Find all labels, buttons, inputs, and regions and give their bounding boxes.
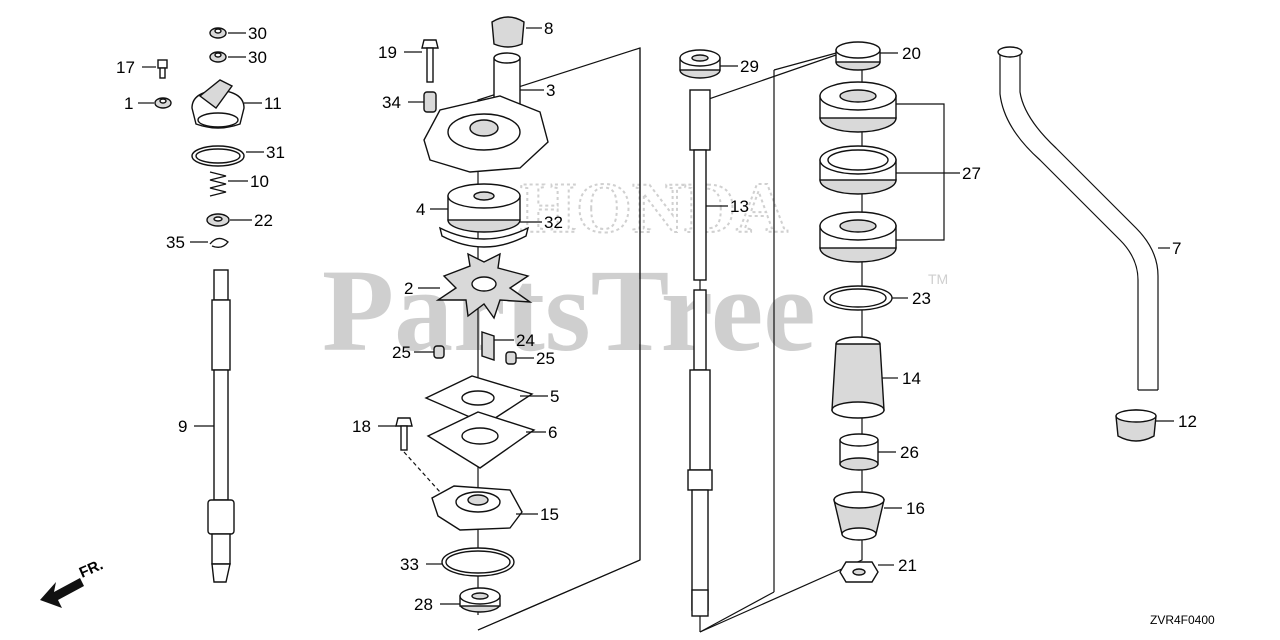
- part-31-o-ring[interactable]: [191, 145, 245, 167]
- callout-35[interactable]: 35: [166, 233, 185, 252]
- watermark-brand: PartsTree: [322, 245, 816, 376]
- callout-29[interactable]: 29: [740, 57, 759, 76]
- part-pump-housing[interactable]: [423, 95, 549, 173]
- part-4-impeller-housing-liner[interactable]: [447, 183, 521, 233]
- callout-18[interactable]: 18: [352, 417, 371, 436]
- callout-32[interactable]: 32: [544, 213, 563, 232]
- callout-22[interactable]: 22: [254, 211, 273, 230]
- part-20-nut[interactable]: [835, 41, 881, 71]
- callout-24[interactable]: 24: [516, 331, 535, 350]
- part-27-bearing-lower[interactable]: [819, 211, 897, 263]
- part-17-screw[interactable]: [157, 59, 168, 79]
- part-15-pump-base[interactable]: [431, 485, 523, 531]
- part-35-clip[interactable]: [209, 237, 229, 249]
- part-1-washer[interactable]: [154, 97, 172, 109]
- callout-11[interactable]: 11: [264, 94, 282, 113]
- callout-25-left[interactable]: 25: [392, 343, 411, 362]
- part-23-shim[interactable]: [823, 285, 893, 311]
- diagram-code: ZVR4F0400: [1150, 613, 1215, 627]
- part-9-drive-shaft[interactable]: [207, 269, 235, 583]
- part-14-boot[interactable]: [831, 336, 885, 419]
- callout-19[interactable]: 19: [378, 43, 397, 62]
- part-16-pinion-gear[interactable]: [833, 491, 885, 541]
- part-25-dowel-left[interactable]: [433, 345, 445, 359]
- part-27-bearing-upper[interactable]: [819, 81, 897, 133]
- callout-31[interactable]: 31: [266, 143, 285, 162]
- callout-15[interactable]: 15: [540, 505, 559, 524]
- callout-4[interactable]: 4: [416, 200, 425, 219]
- callout-7[interactable]: 7: [1172, 239, 1181, 258]
- part-29-seal[interactable]: [679, 49, 721, 79]
- part-24-key[interactable]: [481, 331, 495, 361]
- part-7-water-hose[interactable]: [997, 46, 1159, 391]
- front-direction-indicator: FR.: [40, 556, 106, 608]
- part-32-gasket[interactable]: [438, 226, 530, 248]
- callout-21[interactable]: 21: [898, 556, 917, 575]
- watermark-tm: TM: [928, 271, 948, 287]
- part-34-dowel[interactable]: [423, 91, 437, 113]
- part-21-nut[interactable]: [839, 561, 879, 583]
- callout-17[interactable]: 17: [116, 58, 135, 77]
- callout-8[interactable]: 8: [544, 19, 553, 38]
- callout-25-right[interactable]: 25: [536, 349, 555, 368]
- callout-5[interactable]: 5: [550, 387, 559, 406]
- callout-numbers: 30 30 17 1 11 31 10 22 35 9 19 8 3 34 4 …: [116, 19, 1197, 614]
- part-2-impeller[interactable]: [435, 252, 533, 320]
- part-33-o-ring[interactable]: [441, 547, 515, 577]
- callout-34[interactable]: 34: [382, 93, 401, 112]
- callout-30-lower[interactable]: 30: [248, 48, 267, 67]
- callout-14[interactable]: 14: [902, 369, 921, 388]
- callout-27[interactable]: 27: [962, 164, 981, 183]
- leader-lines: [138, 27, 1174, 605]
- front-arrow-icon: [40, 578, 84, 608]
- callout-30-upper[interactable]: 30: [248, 24, 267, 43]
- part-8-grommet[interactable]: [491, 16, 525, 48]
- part-6-gasket[interactable]: [426, 411, 536, 469]
- callout-26[interactable]: 26: [900, 443, 919, 462]
- part-11-housing[interactable]: [191, 79, 245, 129]
- callout-10[interactable]: 10: [250, 172, 269, 191]
- watermark: HONDA PartsTree TM: [322, 167, 948, 376]
- part-25-dowel-right[interactable]: [505, 351, 517, 365]
- part-30-washer-upper[interactable]: [209, 27, 227, 39]
- callout-12[interactable]: 12: [1178, 412, 1197, 431]
- callout-9[interactable]: 9: [178, 417, 187, 436]
- callout-6[interactable]: 6: [548, 423, 557, 442]
- part-13-shaft[interactable]: [687, 89, 713, 617]
- part-19-bolt[interactable]: [421, 39, 439, 83]
- part-26-bushing[interactable]: [839, 433, 879, 471]
- part-10-spring[interactable]: [209, 171, 227, 197]
- callout-20[interactable]: 20: [902, 44, 921, 63]
- watermark-maker: HONDA: [520, 168, 788, 248]
- callout-28[interactable]: 28: [414, 595, 433, 614]
- part-30-washer-lower[interactable]: [209, 51, 227, 63]
- part-5-plate[interactable]: [424, 375, 534, 425]
- part-27-race[interactable]: [819, 145, 897, 195]
- callout-1[interactable]: 1: [124, 94, 133, 113]
- callout-13[interactable]: 13: [730, 197, 749, 216]
- callout-33[interactable]: 33: [400, 555, 419, 574]
- part-12-grommet[interactable]: [1115, 409, 1157, 442]
- part-28-oil-seal[interactable]: [459, 587, 501, 613]
- callout-16[interactable]: 16: [906, 499, 925, 518]
- part-22-washer[interactable]: [206, 213, 230, 227]
- callout-3[interactable]: 3: [546, 81, 555, 100]
- front-label: FR.: [77, 556, 106, 581]
- callout-2[interactable]: 2: [404, 279, 413, 298]
- part-18-bolt[interactable]: [395, 417, 441, 493]
- callout-23[interactable]: 23: [912, 289, 931, 308]
